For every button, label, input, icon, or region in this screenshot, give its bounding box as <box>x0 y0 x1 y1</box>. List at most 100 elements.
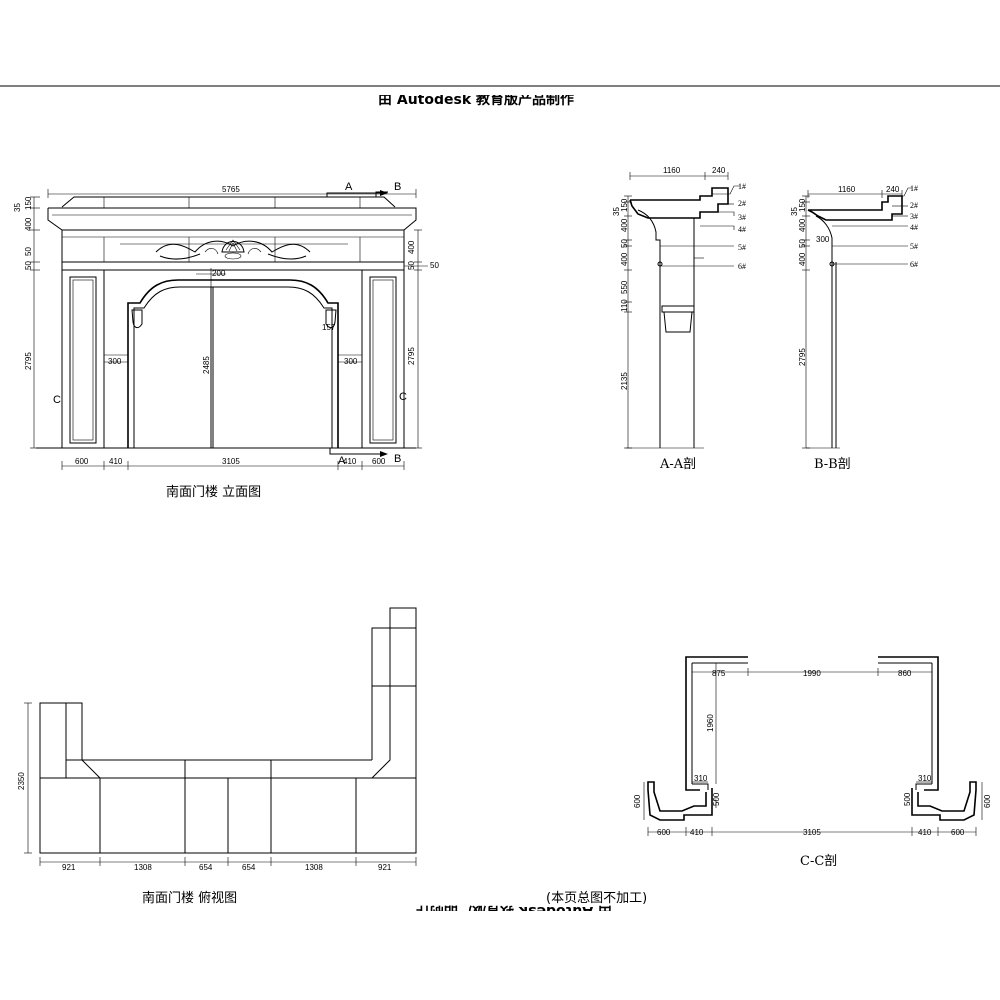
cc-title: C-C剖 <box>800 854 837 869</box>
left-pillar-panel-inner <box>72 279 94 441</box>
aa-h-550: 550 <box>620 280 629 294</box>
cc-dim-875: 875 <box>712 669 726 678</box>
cc-dim-500-right: 500 <box>903 792 912 806</box>
cc-right-pillar <box>911 781 977 821</box>
plan-dim-654: 654 <box>199 863 213 872</box>
cc-dim-600-right: 600 <box>983 794 992 808</box>
cornice-top <box>61 196 396 208</box>
dim-r-tag: 50 <box>430 261 439 270</box>
dim-b-410: 410 <box>109 457 123 466</box>
left-pillar <box>61 269 105 449</box>
section-mark-c-right: C <box>399 391 407 403</box>
bb-tag-3: 3# <box>910 212 918 221</box>
dim-2795: 2795 <box>24 352 33 370</box>
elevation-title: 南面门楼 立面图 <box>166 484 261 500</box>
bb-tag-4: 4# <box>910 223 918 232</box>
cc-b-600r: 600 <box>951 828 965 837</box>
dim-b-600r: 600 <box>372 457 386 466</box>
dim-150: 150 <box>24 196 33 210</box>
dim-b-410r: 410 <box>343 457 357 466</box>
aa-h-35: 35 <box>612 207 621 216</box>
section-mark-b-bottom: B <box>394 453 401 465</box>
bb-title: B-B剖 <box>814 457 851 472</box>
aa-h-400b: 400 <box>620 252 629 266</box>
dim-400: 400 <box>24 217 33 231</box>
front-elevation: A B A B C C 5765 35 15 <box>13 181 439 500</box>
page-note: (本页总图不加工) <box>546 891 647 906</box>
bb-tag-5: 5# <box>910 242 918 251</box>
aa-corbel <box>663 311 693 333</box>
bb-height-dims: 35 150 400 50 400 2795 <box>790 195 810 449</box>
bb-h-35: 35 <box>790 207 799 216</box>
cc-b-410: 410 <box>690 828 704 837</box>
dim-inner: 2485 200 300 300 157 <box>104 268 362 448</box>
bb-dim-1160: 1160 <box>838 185 856 194</box>
cc-dim-1960: 1960 <box>706 714 715 732</box>
aa-dim-240: 240 <box>712 166 726 175</box>
aa-tag-4: 4# <box>738 225 746 234</box>
section-aa: 1160 240 1# 2# 3# 4# 5# 6# <box>612 166 746 472</box>
aa-dim-1160: 1160 <box>663 166 681 175</box>
aa-h-110: 110 <box>620 299 629 312</box>
dim-35: 35 <box>13 203 22 212</box>
dim-r-400: 400 <box>407 240 416 254</box>
right-corbel <box>325 309 337 329</box>
plan-left-return-b <box>65 759 82 778</box>
section-cut-marks: A B A B C C <box>53 181 407 467</box>
cc-left-pillar-step <box>712 799 717 808</box>
bb-tag-2: 2# <box>910 201 918 210</box>
aa-h-50: 50 <box>620 239 629 248</box>
cc-left-pillar <box>647 781 713 821</box>
dim-top-width: 5765 <box>47 185 417 198</box>
aa-h-150: 150 <box>620 198 629 212</box>
dim-b-3105: 3105 <box>222 457 240 466</box>
cc-left-return <box>692 783 709 790</box>
aa-lintel <box>661 305 695 313</box>
right-pillar-panel-inner <box>372 279 394 441</box>
bb-dim-240: 240 <box>886 185 900 194</box>
dim-r-50: 50 <box>407 261 416 270</box>
right-pillar-panel <box>369 276 397 444</box>
section-mark-c-left: C <box>53 394 61 406</box>
aa-tag-6: 6# <box>738 262 746 271</box>
section-mark-a: A <box>345 181 353 193</box>
cc-dim-310-left: 310 <box>694 774 708 783</box>
watermark-top: 由 Autodesk 教育版产品制作 <box>378 91 574 108</box>
dim-r-2795: 2795 <box>407 347 416 365</box>
dim-5765: 5765 <box>222 185 240 194</box>
dim-50b: 50 <box>24 261 33 270</box>
dim-50a: 50 <box>24 247 33 256</box>
dim-157: 157 <box>322 323 336 332</box>
section-mark-b: B <box>394 181 401 193</box>
right-pillar <box>361 269 405 449</box>
cc-dim-600-left: 600 <box>633 794 642 808</box>
dim-200: 200 <box>212 269 226 278</box>
arch-inner <box>133 286 333 448</box>
aa-tag-1: 1# <box>738 182 746 191</box>
watermark-top-mask <box>360 87 640 95</box>
bb-h-400b: 400 <box>798 252 807 266</box>
plan-dim-921: 921 <box>62 863 76 872</box>
aa-tag-3: 3# <box>738 213 746 222</box>
dim-right-heights: 400 50 2795 50 <box>404 229 439 449</box>
scroll-ornament <box>155 239 311 260</box>
bb-h-50: 50 <box>798 239 807 248</box>
bb-h-2795: 2795 <box>798 348 807 366</box>
bb-tag-1: 1# <box>910 184 918 193</box>
cc-b-3105: 3105 <box>803 828 821 837</box>
aa-tags: 1# 2# 3# 4# 5# 6# <box>660 182 746 271</box>
left-corbel <box>131 309 143 329</box>
bb-h-400: 400 <box>798 218 807 232</box>
aa-h-400: 400 <box>620 218 629 232</box>
cc-left-wall <box>685 656 748 791</box>
cc-right-return <box>915 783 932 790</box>
dim-left-heights: 35 150 400 50 50 2795 <box>13 196 40 449</box>
left-pillar-panel <box>69 276 97 444</box>
cc-dim-860: 860 <box>898 669 912 678</box>
cc-b-410r: 410 <box>918 828 932 837</box>
plan-title: 南面门楼 俯视图 <box>142 890 237 906</box>
plan-dim-1308b: 1308 <box>305 863 323 872</box>
aa-tag-5: 5# <box>738 243 746 252</box>
aa-title: A-A剖 <box>659 457 696 472</box>
